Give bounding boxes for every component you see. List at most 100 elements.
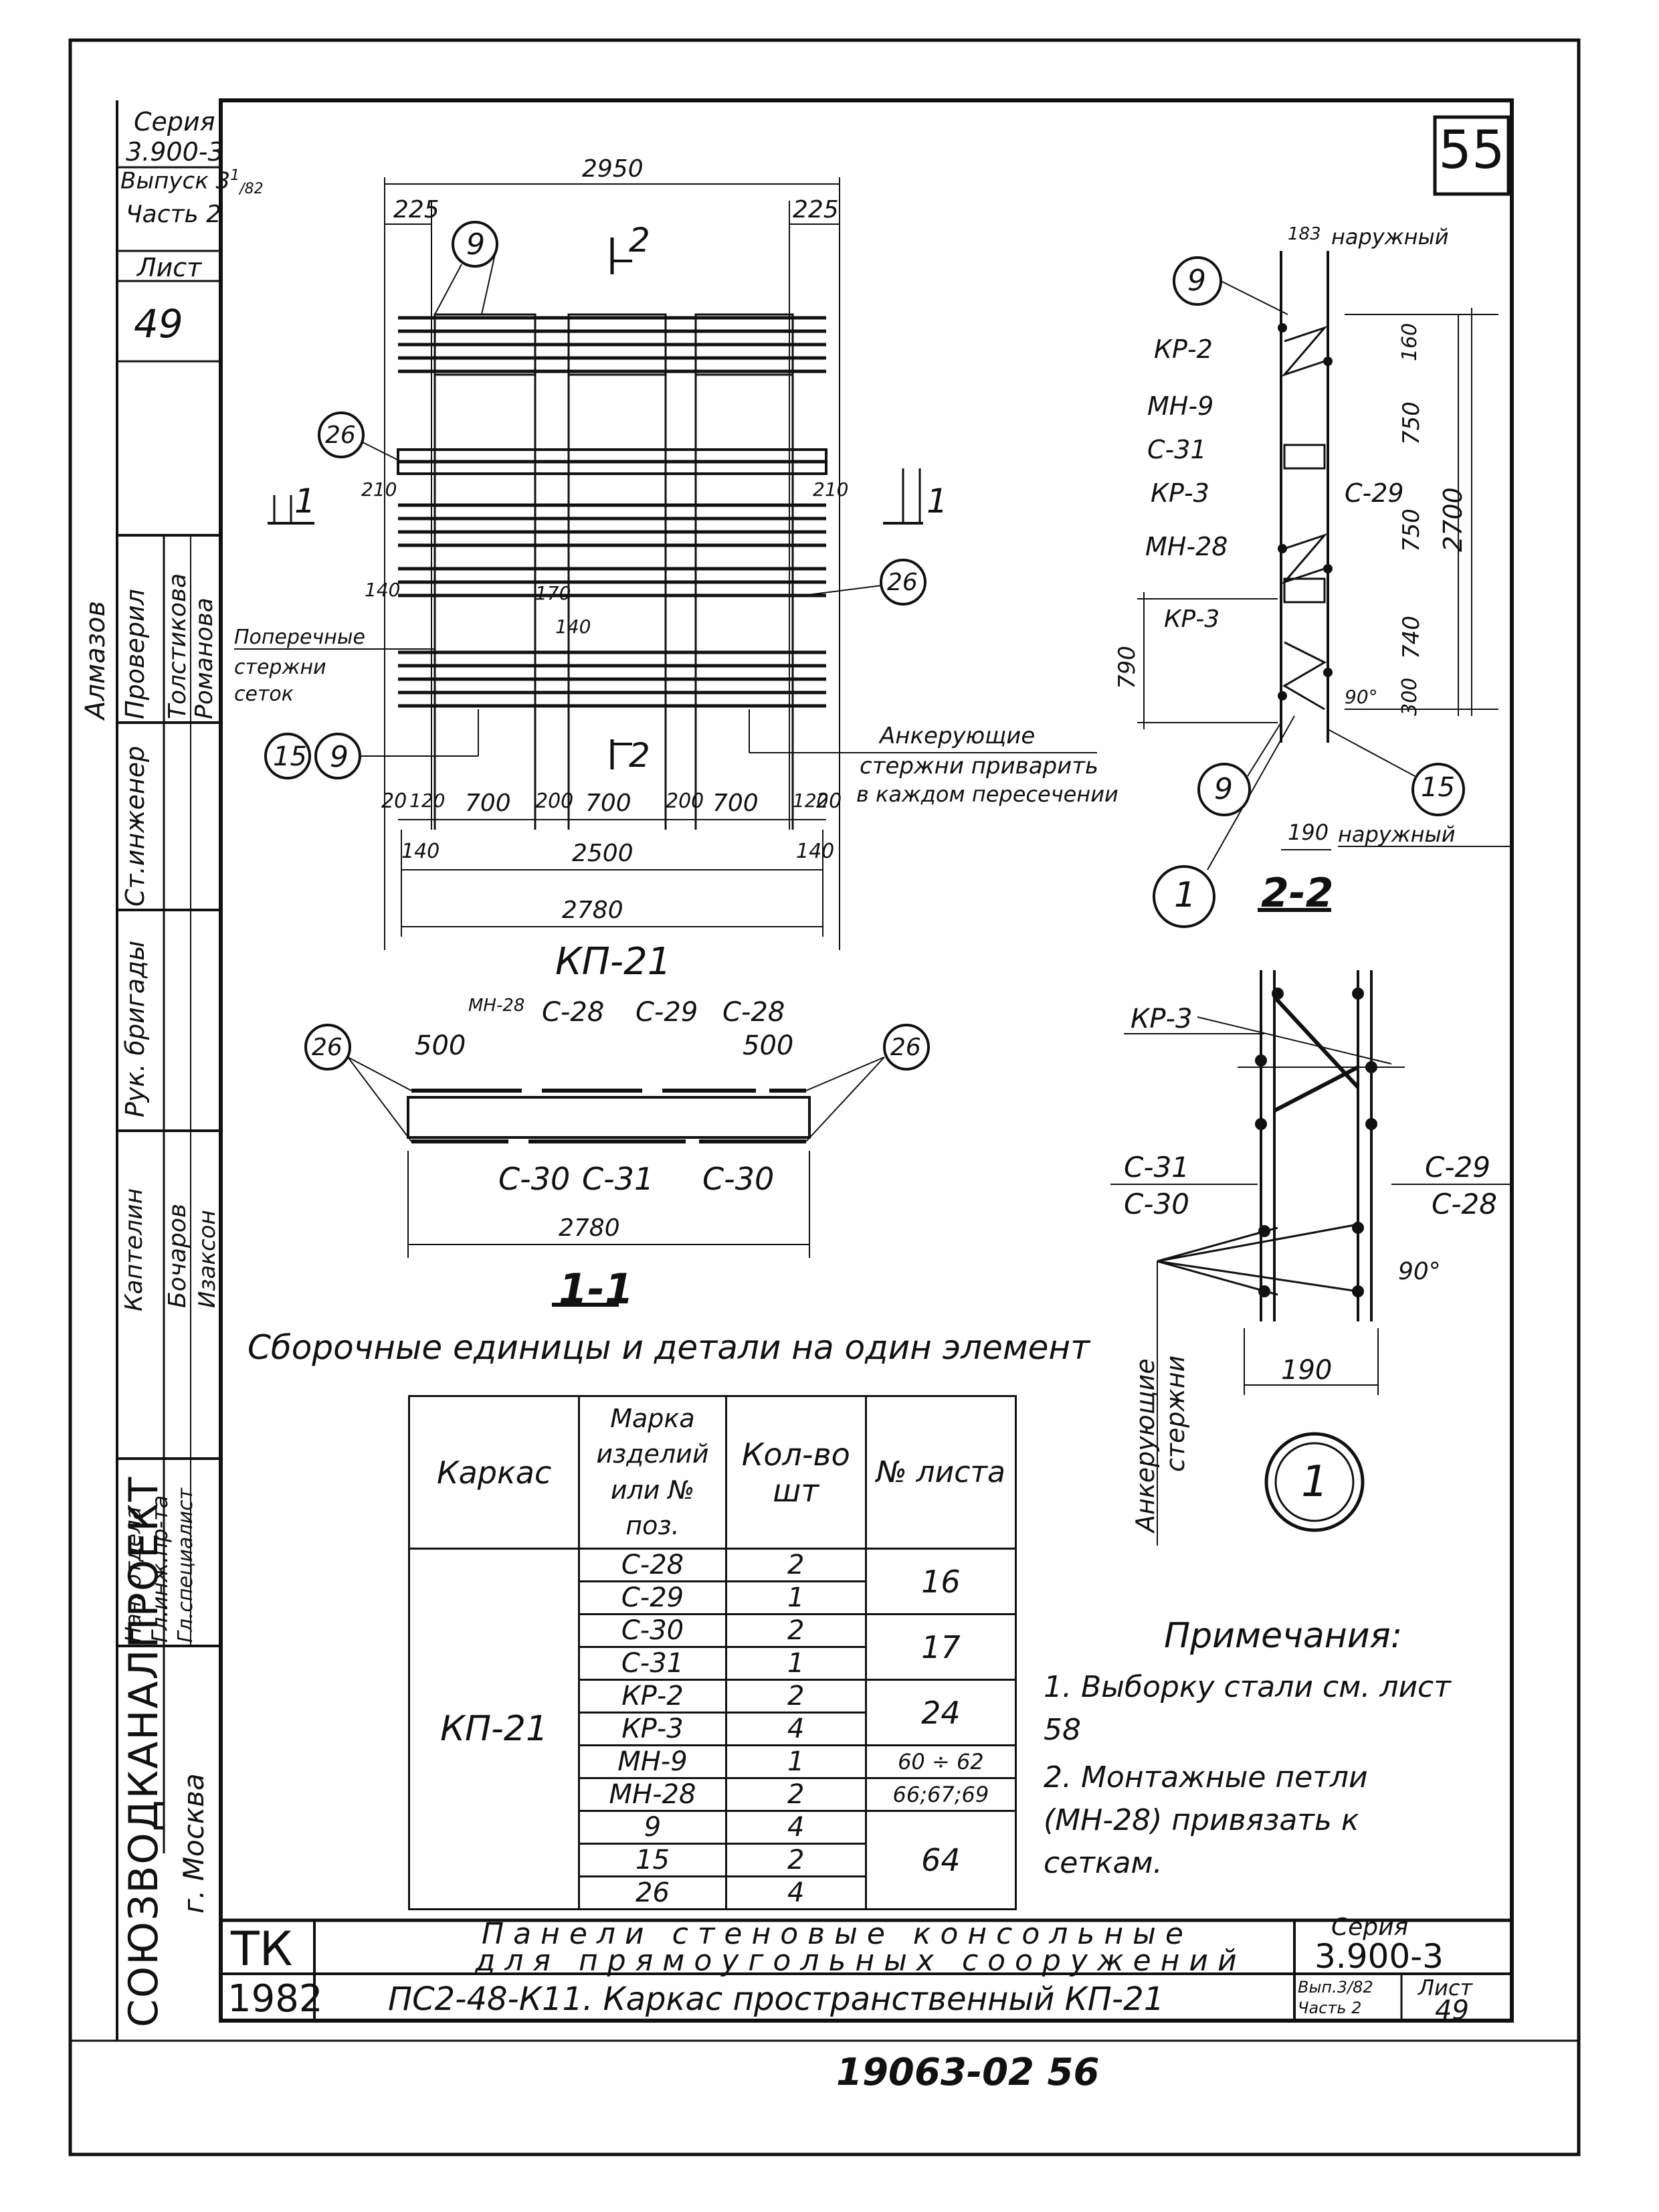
s22-dim-790: 790 bbox=[1114, 646, 1141, 689]
plan-dim-2500: 2500 bbox=[572, 840, 633, 867]
s22-top-label: наружный bbox=[1331, 224, 1449, 250]
stamp-city: г. Москва bbox=[177, 1773, 210, 1914]
stamp-role-4: Нач. отдела bbox=[120, 1506, 146, 1643]
s22-label-kr3-a: КР-3 bbox=[1151, 478, 1209, 508]
plan-dim-b7: 120 bbox=[793, 790, 829, 812]
table-row-mark: КР-2 bbox=[578, 1679, 727, 1714]
s22-callout-9-top: 9 bbox=[1187, 264, 1206, 298]
s11-dim-500-right: 500 bbox=[743, 1030, 794, 1061]
tb-issue-part: Вып.3/82 Часть 2 bbox=[1298, 1978, 1373, 2018]
d1-label-c29: С-29 bbox=[1425, 1151, 1490, 1184]
table-row-sheet: 16 bbox=[864, 1548, 1017, 1615]
d1-vertical-label-2: стержни bbox=[1161, 1355, 1190, 1472]
tb-doc: ПС2-48-К11. Каркас пространственный КП-2… bbox=[388, 1980, 1165, 2018]
s22-label-c31: С-31 bbox=[1147, 435, 1207, 464]
s22-dim-750-b: 750 bbox=[1398, 509, 1425, 552]
stamp-name-5: Бочаров bbox=[164, 1203, 191, 1308]
plan-dim-225-right: 225 bbox=[793, 196, 839, 223]
stamp-series-value: 3.900-3 bbox=[126, 137, 224, 167]
table-row-mark: МН-28 bbox=[578, 1777, 727, 1812]
table-header-mark: Марка изделий или № поз. bbox=[578, 1395, 727, 1550]
plan-callout-26-left: 26 bbox=[325, 422, 356, 449]
s22-label-mn28: МН-28 bbox=[1145, 532, 1228, 561]
plan-section-mark-1-left: 1 bbox=[294, 482, 316, 521]
table-row-qty: 1 bbox=[724, 1744, 867, 1779]
plan-section-mark-2-top: 2 bbox=[629, 221, 650, 260]
table-row-qty: 1 bbox=[724, 1646, 867, 1681]
table-row-sheet: 64 bbox=[864, 1810, 1017, 1910]
d1-angle: 90° bbox=[1398, 1258, 1441, 1285]
outer-border bbox=[68, 38, 1581, 2156]
table-row-mark: С-28 bbox=[578, 1548, 727, 1582]
tb-tk: ТК bbox=[231, 1922, 293, 1976]
table-header-sheet: № листа bbox=[864, 1395, 1017, 1550]
table-header-frame: Каркас bbox=[407, 1395, 581, 1550]
tb-series-label: Серия bbox=[1331, 1914, 1409, 1941]
table-row-mark: 9 bbox=[578, 1810, 727, 1845]
tb-title-line1: Панели стеновые консольные bbox=[482, 1917, 1193, 1951]
plan-section-mark-2-bottom: 2 bbox=[629, 736, 650, 775]
tb-series-value: 3.900-3 bbox=[1314, 1937, 1444, 1976]
plan-dim-b5: 200 bbox=[666, 790, 704, 813]
tb-sheet-label: Лист bbox=[1418, 1975, 1473, 2001]
s22-callout-9-bottom: 9 bbox=[1214, 772, 1233, 806]
table-row-mark: 26 bbox=[578, 1875, 727, 1910]
s22-dim-740: 740 bbox=[1398, 616, 1425, 659]
stamp-name-4: Каптелин bbox=[120, 1188, 148, 1311]
plan-dim-140-br: 140 bbox=[796, 840, 835, 863]
plan-dim-140-bl: 140 bbox=[401, 840, 440, 863]
d1-label-kr3: КР-3 bbox=[1131, 1004, 1193, 1034]
plan-dim-b1: 120 bbox=[409, 790, 446, 812]
s22-label-mn9: МН-9 bbox=[1147, 391, 1214, 421]
s22-top-dim: 183 bbox=[1288, 224, 1321, 244]
table-row-sheet: 17 bbox=[864, 1613, 1017, 1681]
plan-note-right-2: стержни приварить bbox=[860, 753, 1099, 779]
plan-dim-170: 170 bbox=[535, 582, 571, 604]
table-row-mark: С-31 bbox=[578, 1646, 727, 1681]
plan-callout-9-bottom: 9 bbox=[330, 740, 349, 774]
tb-sheet-value: 49 bbox=[1435, 1995, 1469, 2026]
table-row-qty: 4 bbox=[724, 1810, 867, 1845]
stamp-sheet-label: Лист bbox=[137, 253, 202, 282]
table-row-sheet: 66;67;69 bbox=[864, 1777, 1017, 1812]
plan-section-mark-1-right: 1 bbox=[926, 482, 948, 521]
d1-label-c30: С-30 bbox=[1124, 1188, 1189, 1220]
plan-callout-15: 15 bbox=[273, 741, 307, 772]
s11-label-c31: С-31 bbox=[582, 1161, 654, 1197]
plan-dim-210-left: 210 bbox=[361, 478, 397, 500]
plan-dim-b3: 200 bbox=[535, 790, 574, 813]
plan-callout-9: 9 bbox=[466, 227, 485, 262]
table-row-qty: 1 bbox=[724, 1580, 867, 1615]
plan-dim-b8: 20 bbox=[816, 790, 842, 813]
table-row-mark: С-30 bbox=[578, 1613, 727, 1648]
s22-label-kr2: КР-2 bbox=[1154, 335, 1213, 364]
stamp-issue-sub: /82 bbox=[239, 181, 264, 198]
stamp-issue-sup: 1 bbox=[230, 167, 240, 184]
stamp-role-1: Рук. бригады bbox=[120, 940, 150, 1117]
plan-dim-140-b: 140 bbox=[555, 616, 591, 638]
plan-note-right-3: в каждом пересечении bbox=[856, 781, 1118, 807]
s11-title: 1-1 bbox=[559, 1265, 634, 1313]
plan-dim-140-a: 140 bbox=[365, 579, 401, 601]
table-row-sheet: 60 ÷ 62 bbox=[864, 1744, 1017, 1779]
plan-callout-26-right: 26 bbox=[887, 569, 918, 596]
table-row-qty: 4 bbox=[724, 1875, 867, 1910]
s11-dim-500-left: 500 bbox=[415, 1030, 466, 1061]
s11-label-c30-right: С-30 bbox=[702, 1161, 775, 1197]
plan-dim-2780: 2780 bbox=[562, 897, 623, 924]
stamp-role-5: Гл.инж.пр-та bbox=[147, 1495, 173, 1643]
plan-dim-b6: 700 bbox=[712, 790, 759, 817]
s22-label-c29: С-29 bbox=[1345, 478, 1404, 508]
d1-label-c31: С-31 bbox=[1124, 1151, 1189, 1184]
stamp-part: Часть 2 bbox=[126, 201, 222, 228]
table-row-qty: 2 bbox=[724, 1777, 867, 1812]
s22-dim-300: 300 bbox=[1398, 677, 1422, 716]
s22-dim-750-a: 750 bbox=[1398, 401, 1425, 445]
table-row-qty: 2 bbox=[724, 1613, 867, 1648]
table-row-sheet: 24 bbox=[864, 1679, 1017, 1746]
s22-title: 2-2 bbox=[1261, 870, 1334, 917]
plan-dim-b2: 700 bbox=[465, 790, 511, 817]
sheet-number: 55 bbox=[1438, 120, 1505, 181]
s11-label-c28-b: С-28 bbox=[722, 997, 785, 1028]
plan-dim-b0: 20 bbox=[381, 790, 407, 813]
